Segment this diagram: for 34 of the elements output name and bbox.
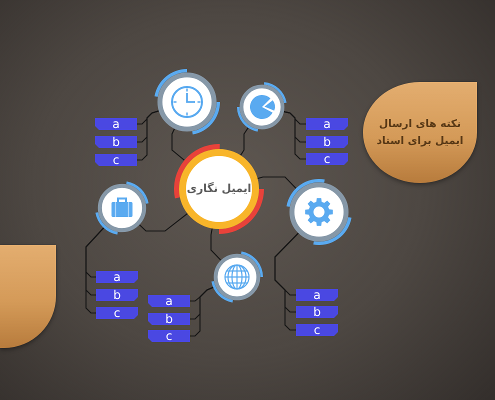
option-tag: c — [95, 154, 137, 166]
icon-ring — [154, 69, 220, 135]
hub-title: ایمیل نگاری — [186, 182, 252, 196]
option-tag: b — [296, 306, 338, 318]
connector-line — [85, 227, 104, 314]
option-tag: a — [296, 289, 338, 301]
option-tag: a — [148, 295, 190, 307]
option-tag: a — [95, 118, 137, 130]
tip-title: نکته های ارسال ایمیل برای استاد — [376, 116, 464, 149]
option-tag: b — [306, 136, 348, 148]
icon-ring — [286, 179, 352, 245]
option-tag: c — [306, 153, 348, 165]
option-tag: a — [96, 271, 138, 283]
connector-line — [240, 128, 249, 156]
connector-line — [210, 228, 222, 261]
option-tag: b — [96, 289, 138, 301]
leaf-shape — [0, 245, 56, 348]
connector-line — [257, 176, 296, 189]
icon-ring — [95, 181, 149, 235]
connector-line — [284, 111, 306, 160]
option-tag: c — [148, 330, 190, 342]
connector-line — [139, 213, 188, 232]
hub-circle — [174, 144, 264, 234]
connector-line — [190, 286, 214, 337]
option-tag: c — [96, 307, 138, 319]
connector-line — [171, 128, 185, 161]
option-tag: c — [296, 324, 338, 336]
option-tag: a — [306, 118, 348, 130]
connector-line — [137, 110, 159, 161]
option-tag: b — [95, 136, 137, 148]
connector-line — [274, 232, 299, 331]
icon-ring — [237, 82, 287, 132]
icon-ring — [211, 251, 263, 303]
option-tag: b — [148, 313, 190, 325]
